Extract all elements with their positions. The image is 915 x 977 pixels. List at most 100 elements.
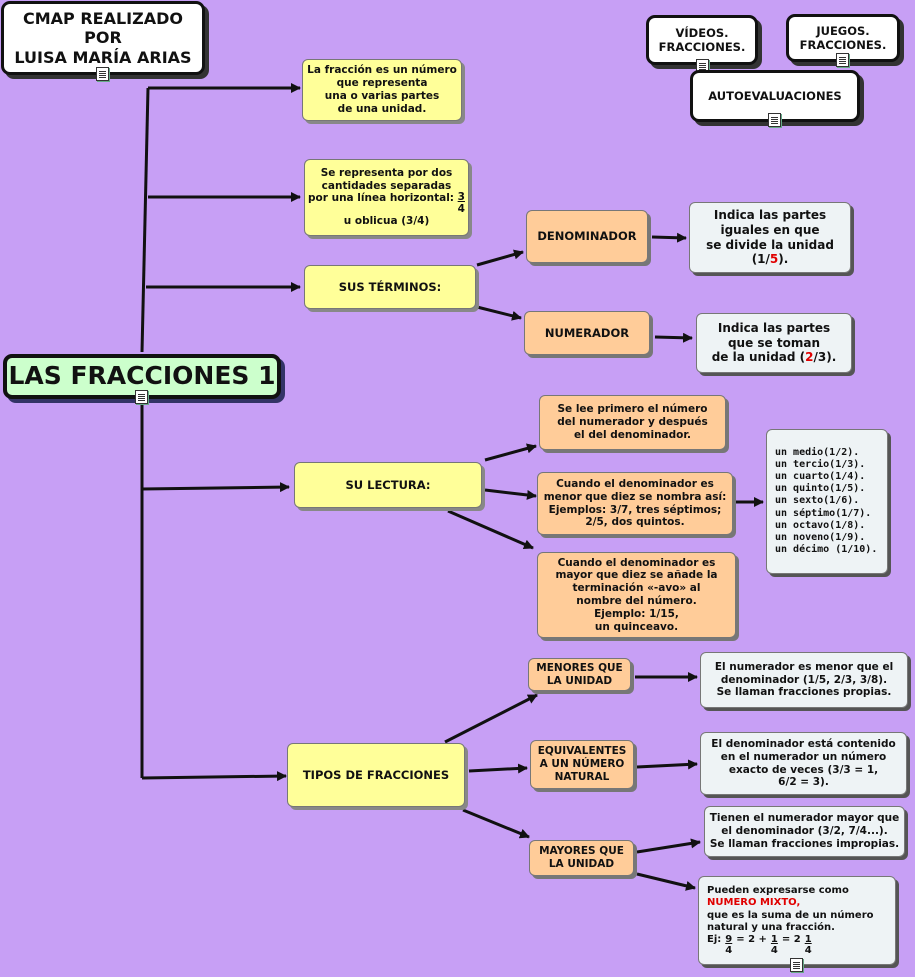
equal-line3: NATURAL bbox=[554, 770, 610, 783]
more-desc-line3: Se llaman fracciones impropias. bbox=[709, 837, 900, 850]
greater-than-unit-node: MAYORES QUE LA UNIDAD bbox=[529, 840, 634, 876]
reading-node: SU LECTURA: bbox=[294, 462, 482, 508]
equal-line1: EQUIVALENTES bbox=[537, 745, 627, 758]
den-desc-example: (1/5). bbox=[752, 252, 789, 267]
mixed-line4: natural y una fracción. bbox=[707, 921, 835, 933]
fraction-name-item: un sexto(1/6). bbox=[775, 495, 860, 507]
num-desc-line1: Indica las partes bbox=[717, 321, 831, 336]
reading-less-line4: 2/5, dos quintos. bbox=[585, 516, 685, 529]
den-desc-line2: iguales en que bbox=[720, 222, 820, 237]
denominator-node: DENOMINADOR bbox=[526, 210, 648, 263]
equal-desc-line2: en el numerador un número bbox=[720, 750, 887, 763]
videos-resource-box[interactable]: VÍDEOS. FRACCIONES. bbox=[646, 15, 758, 65]
mixed-eq1: = 2 + bbox=[736, 933, 767, 945]
author-credit-box: CMAP REALIZADO POR LUISA MARÍA ARIAS bbox=[1, 1, 205, 75]
definition-line3: una o varias partes bbox=[324, 90, 440, 102]
mixed-line3: que es la suma de un número bbox=[707, 909, 874, 921]
more-desc-line2: el denominador (3/2, 7/4...). bbox=[721, 825, 888, 838]
fraction-name-item: un tercio(1/3). bbox=[775, 458, 866, 470]
representation-node: Se representa por dos cantidades separad… bbox=[304, 159, 469, 236]
document-link-icon[interactable] bbox=[836, 53, 849, 67]
credit-line3: LUISA MARÍA ARIAS bbox=[14, 47, 192, 67]
document-link-icon[interactable] bbox=[790, 958, 803, 972]
document-link-icon[interactable] bbox=[135, 390, 148, 404]
fraction-denominator: 4 bbox=[457, 202, 465, 215]
numerator-label: NUMERADOR bbox=[544, 325, 630, 340]
den-desc-line3: se divide la unidad bbox=[706, 237, 834, 252]
reading-less-line1: Cuando el denominador es bbox=[556, 477, 714, 490]
reading-title: SU LECTURA: bbox=[345, 477, 431, 492]
num-desc-ex-close: /3). bbox=[813, 350, 837, 365]
num-desc-ex-red: 2 bbox=[805, 350, 814, 365]
games-line1: JUEGOS. bbox=[816, 23, 870, 38]
reading-less-line2: menor que diez se nombra así: bbox=[543, 490, 727, 503]
more-line2: LA UNIDAD bbox=[548, 858, 615, 870]
types-title: TIPOS DE FRACCIONES bbox=[302, 767, 450, 782]
mixed-b-num: 1 bbox=[770, 933, 778, 945]
videos-line1: VÍDEOS. bbox=[675, 25, 729, 40]
reading-first-line1: Se lee primero el número bbox=[557, 403, 708, 416]
mixed-c-num: 1 bbox=[804, 933, 812, 945]
document-link-icon[interactable] bbox=[768, 113, 781, 127]
denominator-description: Indica las partes iguales en que se divi… bbox=[689, 202, 851, 273]
reading-more-line6: un quinceavo. bbox=[594, 620, 679, 633]
less-desc-line2: denominador (1/5, 2/3, 3/8). bbox=[720, 673, 888, 686]
den-desc-ex-red: 5 bbox=[769, 252, 779, 267]
mixed-b-den: 4 bbox=[770, 944, 778, 956]
equal-desc-line4: 6/2 = 3). bbox=[778, 776, 829, 789]
reading-less-line3: Ejemplos: 3/7, tres séptimos; bbox=[548, 503, 722, 516]
mixed-eq2: = 2 bbox=[781, 933, 801, 945]
fraction-name-item: un noveno(1/9). bbox=[775, 531, 866, 543]
num-desc-line2: que se toman bbox=[727, 335, 821, 350]
reading-more-line2: mayor que diez se añade la bbox=[555, 569, 718, 582]
fraction-name-item: un medio(1/2). bbox=[775, 446, 860, 458]
games-line2: FRACCIONES. bbox=[799, 38, 887, 52]
den-desc-ex-open: (1/ bbox=[751, 252, 770, 267]
definition-line1: La fracción es un número bbox=[307, 64, 457, 77]
autoeval-label: AUTOEVALUACIONES bbox=[708, 88, 842, 103]
credit-line2: POR bbox=[84, 28, 122, 48]
videos-line2: FRACCIONES. bbox=[658, 40, 746, 54]
reading-more-ten-node: Cuando el denominador es mayor que diez … bbox=[537, 552, 736, 638]
mixed-a-num: 9 bbox=[725, 933, 733, 945]
denominator-label: DENOMINADOR bbox=[537, 229, 637, 244]
document-link-icon[interactable] bbox=[96, 67, 109, 81]
equal-desc-line1: El denominador está contenido bbox=[711, 737, 896, 750]
reading-more-line1: Cuando el denominador es bbox=[557, 556, 716, 569]
representation-line3-text: por una línea horizontal: bbox=[308, 192, 454, 205]
improper-fractions-description: Tienen el numerador mayor que el denomin… bbox=[704, 806, 905, 857]
fraction-name-item: un décimo (1/10). bbox=[775, 544, 878, 556]
mixed-line2: NUMERO MIXTO, bbox=[707, 897, 801, 909]
representation-line4: u oblicua (3/4) bbox=[343, 215, 430, 228]
less-line2: LA UNIDAD bbox=[546, 674, 613, 687]
less-desc-line3: Se llaman fracciones propias. bbox=[716, 686, 892, 699]
num-desc-line3: de la unidad (2/3). bbox=[712, 350, 837, 365]
types-node: TIPOS DE FRACCIONES bbox=[287, 743, 465, 807]
less-than-unit-node: MENORES QUE LA UNIDAD bbox=[528, 658, 631, 691]
mixed-line1: Pueden expresarse como bbox=[707, 885, 849, 897]
mixed-c-den: 4 bbox=[804, 944, 812, 956]
less-desc-line1: El numerador es menor que el bbox=[714, 660, 894, 673]
reading-first-node: Se lee primero el número del numerador y… bbox=[539, 395, 726, 450]
main-title: LAS FRACCIONES 1 bbox=[8, 361, 276, 391]
numerator-description: Indica las partes que se toman de la uni… bbox=[696, 313, 852, 373]
reading-less-ten-node: Cuando el denominador es menor que diez … bbox=[537, 472, 733, 535]
fraction-numerator: 3 bbox=[457, 191, 465, 204]
fraction-names-list: un medio(1/2). un tercio(1/3). un cuarto… bbox=[766, 429, 888, 574]
reading-more-line4: nombre del número. bbox=[576, 595, 697, 607]
num-desc-line3-text: de la unidad ( bbox=[711, 350, 806, 365]
fraction-name-item: un quinto(1/5). bbox=[775, 483, 866, 495]
fraction-name-item: un octavo(1/8). bbox=[775, 519, 866, 531]
definition-node: La fracción es un número que representa … bbox=[302, 59, 462, 121]
definition-line2: que representa bbox=[336, 77, 428, 90]
reading-more-line3: terminación «-avo» al bbox=[572, 582, 701, 595]
terms-node: SUS TÉRMINOS: bbox=[304, 265, 476, 309]
representation-line1: Se representa por dos bbox=[320, 166, 453, 179]
den-desc-line1: Indica las partes bbox=[713, 208, 827, 223]
